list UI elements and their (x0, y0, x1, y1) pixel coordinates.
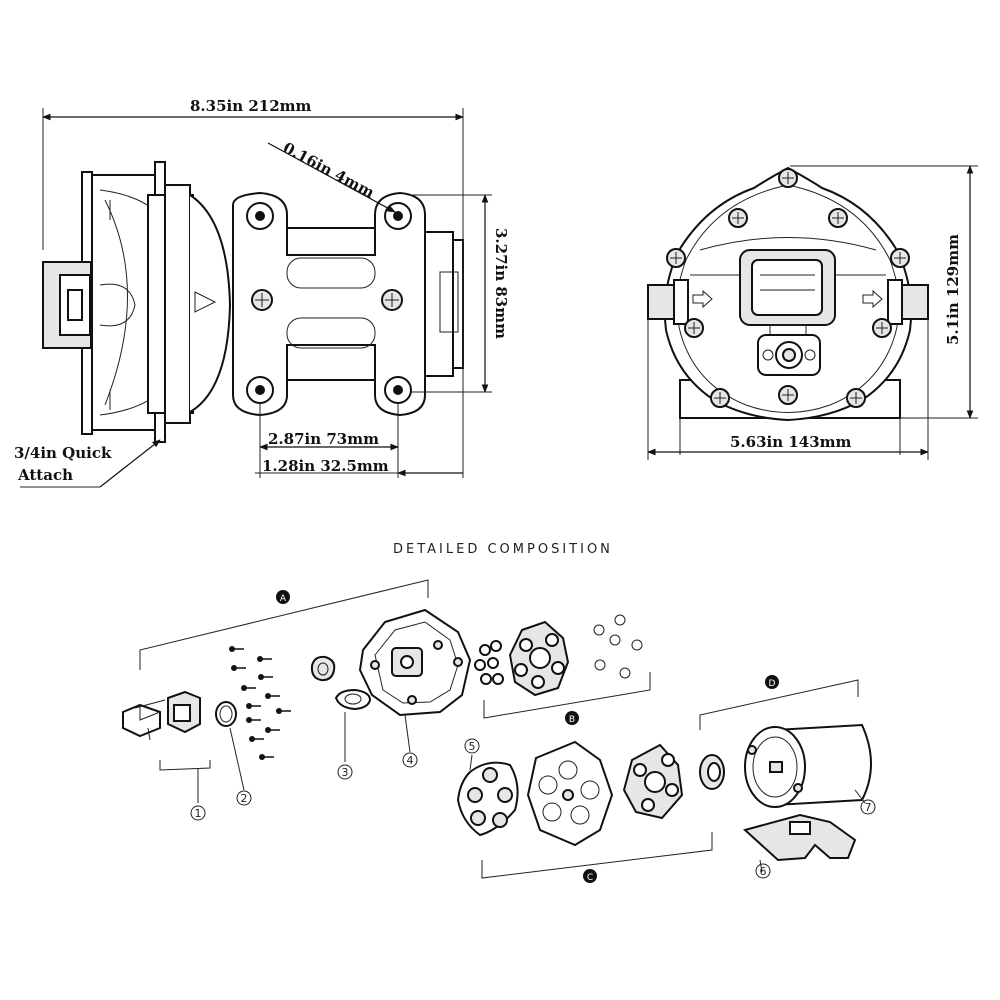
hole-offset-label: 1.28in 32.5mm (262, 457, 389, 475)
group-b-bracket (483, 672, 651, 719)
mounting-hole (384, 202, 412, 230)
part-number-5: 5 (464, 738, 480, 754)
pressure-switch (757, 334, 821, 376)
group-label-b: B (565, 711, 579, 725)
mounting-hole (384, 376, 412, 404)
part-number-2: 2 (236, 790, 252, 806)
group-c-bracket (481, 832, 713, 879)
svg-text:1: 1 (195, 807, 202, 820)
group-label-a: A (276, 590, 290, 604)
svg-text:2: 2 (241, 792, 248, 805)
pump-head-side (42, 161, 232, 443)
small-clips (593, 614, 643, 679)
bolt (828, 208, 848, 228)
part-number-7: 7 (860, 799, 876, 815)
screws-set (229, 646, 291, 760)
bolt (846, 388, 866, 408)
svg-text:C: C (587, 873, 593, 883)
svg-text:6: 6 (760, 865, 767, 878)
group-d-bracket (699, 679, 859, 730)
port-label-line2: Attach (17, 466, 73, 484)
svg-text:3: 3 (342, 766, 349, 779)
bolt (872, 318, 892, 338)
group-a-bracket (139, 579, 429, 670)
hole-diameter-label: 0.16in 4mm (280, 139, 377, 202)
svg-text:D: D (769, 679, 776, 689)
bolt (890, 248, 910, 268)
screw (381, 289, 403, 311)
front-width-label: 5.63in 143mm (730, 433, 852, 451)
part-4-housing (358, 608, 472, 753)
valve-assembly (508, 620, 570, 697)
part-3-valve (310, 655, 372, 762)
bolt (728, 208, 748, 228)
dimension-lines-front (647, 165, 978, 460)
bolt (710, 388, 730, 408)
svg-text:A: A (280, 594, 287, 604)
detailed-composition-heading: DETAILED COMPOSITION (393, 542, 613, 557)
port-label-line1: 3/4in Quick (14, 444, 112, 462)
overall-length-label: 8.35in 212mm (190, 97, 312, 115)
height-label: 3.27in 83mm (492, 228, 510, 339)
mounting-lobes (232, 191, 426, 417)
dimension-lines-side (20, 108, 492, 488)
part-5-diaphragm (456, 754, 519, 837)
mounting-hole (246, 376, 274, 404)
svg-text:5: 5 (469, 740, 476, 753)
group-label-c: C (583, 869, 597, 883)
front-height-label: 5.1in 129mm (944, 234, 962, 345)
diaphragm-plate (526, 740, 614, 847)
part-2-o-ring (215, 701, 245, 791)
screw (251, 289, 273, 311)
bolt (778, 385, 798, 405)
part-1-connectors (122, 690, 211, 803)
part-number-1: 1 (190, 805, 206, 821)
bearing (699, 754, 725, 790)
group-label-d: D (765, 675, 779, 689)
motor-body-side (232, 191, 464, 417)
hole-spacing-label: 2.87in 73mm (268, 430, 379, 448)
part-number-4: 4 (402, 752, 418, 768)
bolt (666, 248, 686, 268)
inlet-port (647, 279, 713, 325)
part-7-motor (744, 723, 872, 808)
part-number-6: 6 (755, 863, 771, 879)
mounting-hole (246, 202, 274, 230)
part-number-3: 3 (337, 764, 353, 780)
svg-text:4: 4 (407, 754, 414, 767)
outlet-port (862, 279, 929, 325)
wobble-plate (622, 743, 684, 820)
part-6-bracket (742, 813, 857, 873)
svg-text:7: 7 (865, 801, 872, 814)
front-view: 5.1in 129mm 5.63in 143mm (647, 165, 978, 460)
exploded-view: A B C D (122, 579, 876, 883)
side-view: 8.35in 212mm 0.16in 4mm 3.27in 83mm 2.87… (14, 97, 510, 488)
bolt (778, 168, 798, 188)
valve-rings (474, 640, 504, 685)
bolt (684, 318, 704, 338)
svg-text:B: B (569, 715, 575, 725)
